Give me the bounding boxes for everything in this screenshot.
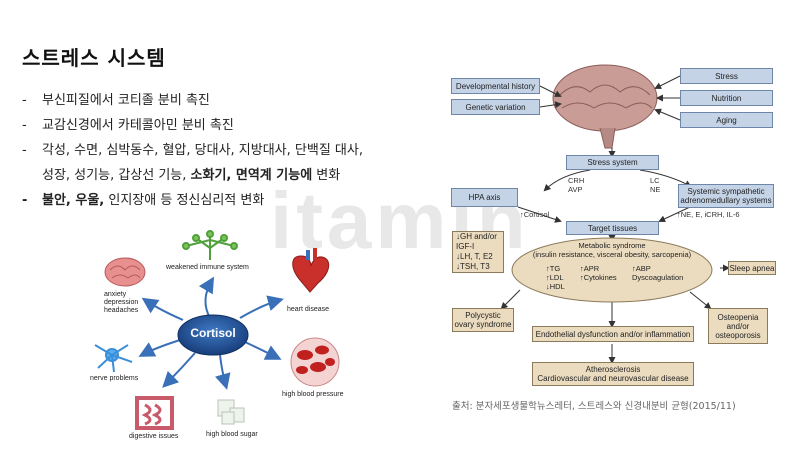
crh-avp-label: CRH AVP: [568, 176, 585, 194]
bullet-item: - 각성, 수면, 심박동수, 혈압, 당대사, 지방대사, 단백질 대사, 성…: [22, 138, 452, 188]
stress-box: Stress: [680, 68, 773, 84]
bullet-text: 각성, 수면, 심박동수, 혈압, 당대사, 지방대사, 단백질 대사,: [42, 143, 363, 158]
sugar-cubes-icon: [217, 399, 245, 425]
nutrition-box: Nutrition: [680, 90, 773, 106]
nerve-label: nerve problems: [90, 375, 139, 382]
sleep-apnea-box: Sleep apnea: [728, 261, 776, 275]
heart-label: heart disease: [287, 306, 330, 313]
stress-system-box: Stress system: [566, 155, 659, 170]
blood-cells-icon: [290, 337, 340, 387]
metabolic-subtitle: (insulin resistance, visceral obesity, s…: [532, 250, 692, 259]
blood-pressure-label: high blood pressure: [282, 391, 344, 398]
cortisol-arrows: [138, 276, 284, 390]
metabolic-ellipse: [511, 237, 713, 303]
nerve-icon: [94, 344, 133, 373]
bullet-text: 부신피질에서 코티졸 분비 촉진: [42, 93, 210, 108]
bullet-item: - 교감신경에서 카테콜아민 분비 촉진: [22, 113, 452, 138]
bullet-text: 교감신경에서 카테콜아민 분비 촉진: [42, 118, 234, 133]
bullet-dash: -: [22, 93, 27, 108]
slide-title: 스트레스 시스템: [22, 46, 166, 70]
bullet-item: - 부신피질에서 코티졸 분비 촉진: [22, 88, 452, 113]
bullet-bold-text: 불안, 우울,: [42, 193, 105, 208]
metabolic-inflammation: ↑APR ↑Cytokines: [580, 264, 617, 282]
metabolic-coagulation: ↑ABP Dyscoagulation: [632, 264, 684, 282]
bullet-bold-text: 소화기, 면역계 기능에: [190, 168, 313, 183]
metabolic-lipids: ↑TG ↑LDL ↓HDL: [546, 264, 565, 291]
aging-box: Aging: [680, 112, 773, 128]
bullet-dash: -: [22, 193, 28, 208]
target-tissues-box: Target tissues: [566, 221, 659, 235]
hpa-axis-box: HPA axis: [451, 188, 518, 207]
hormone-box: ↓GH and/or IGF-I ↓LH, T, E2 ↓TSH, T3: [452, 231, 504, 273]
immune-label: weakened immune system: [166, 264, 249, 271]
sugar-label: high blood sugar: [206, 431, 258, 438]
brain-image-icon: [552, 64, 658, 149]
immune-icon: [182, 230, 238, 260]
brain-icon: [104, 257, 146, 287]
sympathetic-box: Systemic sympathetic adrenomedullary sys…: [678, 184, 774, 208]
bullet-text: 인지장애 등 정신심리적 변화: [104, 193, 265, 208]
bullet-dash: -: [22, 118, 27, 133]
heart-icon: [292, 248, 330, 293]
cortisol-center-label: Cortisol: [190, 326, 236, 340]
osteoporosis-box: Osteopenia and/or osteoporosis: [708, 308, 768, 344]
metabolic-title: Metabolic syndrome: [578, 241, 646, 250]
ne-label: ↑NE, E, iCRH, IL-6: [677, 210, 740, 219]
bullet-item: - 불안, 우울, 인지장애 등 정신심리적 변화: [22, 188, 452, 213]
brain-label: anxiety depression headaches: [104, 291, 139, 314]
bullet-list: - 부신피질에서 코티졸 분비 촉진 - 교감신경에서 카테콜아민 분비 촉진 …: [22, 88, 452, 213]
genetic-variation-box: Genetic variation: [451, 99, 540, 115]
atherosclerosis-box: Atherosclerosis Cardiovascular and neuro…: [532, 362, 694, 386]
endothelial-box: Endothelial dysfunction and/or inflammat…: [532, 326, 694, 342]
digestive-label: digestive issues: [129, 433, 179, 440]
cortisol-center: [177, 314, 249, 356]
pcos-box: Polycystic ovary syndrome: [452, 308, 514, 332]
cortisol-arrow-label: ↑Cortisol: [520, 210, 550, 219]
atherosclerosis-line-2: Cardiovascular and neurovascular disease: [537, 374, 689, 383]
bullet-text: 성장, 성기능, 갑상선 기능,: [42, 168, 191, 183]
bullet-text: 변화: [312, 168, 341, 183]
atherosclerosis-line-1: Atherosclerosis: [585, 365, 641, 374]
intestine-icon: [135, 396, 174, 430]
lc-ne-label: LC NE: [650, 176, 661, 194]
developmental-history-box: Developmental history: [451, 78, 540, 94]
bullet-dash: -: [22, 143, 27, 158]
source-caption: 출처: 분자세포생물학뉴스레터, 스트레스와 신경내분비 균형(2015/11): [452, 401, 736, 412]
